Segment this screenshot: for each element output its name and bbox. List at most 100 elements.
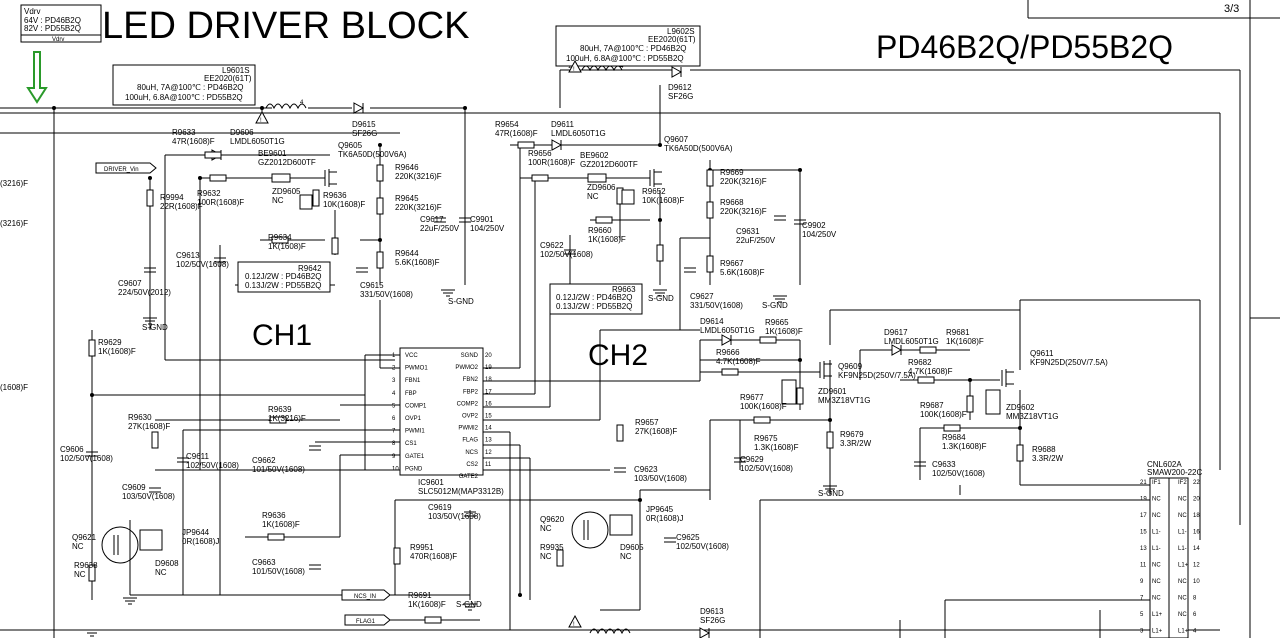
ic-pin-number: 4 <box>392 391 396 397</box>
connector-pin-name: L1- <box>1152 530 1161 536</box>
component-label-sgnd1: S-GND <box>448 297 474 306</box>
connector-pin-number: 19 <box>1140 497 1147 503</box>
ground <box>123 597 137 605</box>
warning-triangle-icon: ! <box>568 59 582 73</box>
svg-text:0.13J/2W : PD55B2Q: 0.13J/2W : PD55B2Q <box>556 302 632 311</box>
connector-pin-number: 6 <box>1193 612 1197 618</box>
ic-pin-number: 15 <box>485 414 492 420</box>
svg-text:L9601S: L9601S <box>222 66 250 75</box>
ground-sgnd6 <box>823 485 837 493</box>
connector-pin-number: 10 <box>1193 579 1200 585</box>
ic-pin-number: 10 <box>392 466 399 472</box>
connector-pin-number: 5 <box>1140 612 1144 618</box>
mosfet-q9611 <box>1001 369 1014 387</box>
svg-text:R9663: R9663 <box>612 285 636 294</box>
resistor-r9691 <box>424 616 442 624</box>
ic-pin-name: OVP1 <box>405 416 422 422</box>
svg-text:CNL602A: CNL602A <box>1147 460 1182 469</box>
svg-text:!: ! <box>573 67 575 73</box>
connector-pin-name: NC <box>1178 579 1187 585</box>
vdrv-net-label: Vdrv <box>52 37 64 43</box>
connector-pin-number: 21 <box>1140 480 1147 486</box>
connector-pin-number: 18 <box>1193 513 1200 519</box>
section-label-ch2: CH2 <box>588 339 648 372</box>
connector-pin-name: IF1 <box>1152 480 1161 486</box>
ic-pin-name: FBP <box>405 391 417 397</box>
svg-text:100uH, 6.8A@100℃ : PD55B2Q: 100uH, 6.8A@100℃ : PD55B2Q <box>125 93 243 102</box>
diode-array-d9605 <box>609 514 633 536</box>
ic-pin-number: 11 <box>485 462 492 468</box>
capacitor-c9617 <box>434 217 446 223</box>
resistor-r9646 <box>376 164 384 182</box>
capacitor-c9902 <box>794 219 806 225</box>
zener-zd9601 <box>781 379 797 405</box>
resistor-r9636b <box>267 533 285 541</box>
ic-pin-name: FBN2 <box>463 377 479 383</box>
net-flag-flag1: FLAG1 <box>344 614 391 626</box>
vdrv-legend: Vdrv 64V : PD46B2Q 82V : PD55B2Q Vdrv <box>20 4 102 43</box>
ic-pin-name: FBN1 <box>405 378 421 384</box>
connector-pin-number: 11 <box>1140 563 1147 569</box>
component-symbols <box>85 66 1024 638</box>
ground <box>85 629 99 637</box>
connector-pin-name: L1+ <box>1152 629 1163 635</box>
ic9601: IC9601 SLC5012M(MAP3312B) <box>399 347 504 496</box>
resistor-r9935 <box>556 549 564 567</box>
ic-pin-number: 2 <box>392 366 396 372</box>
junction-dots <box>52 106 1022 597</box>
transistor-q9621 <box>101 526 139 564</box>
connector-pin-name: L1+ <box>1152 612 1163 618</box>
connector-pin-number: 15 <box>1140 530 1147 536</box>
svg-text:1: 1 <box>568 64 572 70</box>
ic-pin-labels: VCC1PWMO12FBN13FBP4COMP15OVP16PWMI17CS18… <box>392 353 492 480</box>
ic-pin-name: PWMI1 <box>405 429 425 435</box>
svg-text:80uH, 7A@100℃ : PD46B2Q: 80uH, 7A@100℃ : PD46B2Q <box>580 44 687 53</box>
resistor-r9660 <box>595 216 613 224</box>
diode-d9613 <box>699 627 711 638</box>
resistor-r9629 <box>88 339 96 357</box>
connector-pin-name: L1- <box>1152 546 1161 552</box>
connector-pin-name: NC <box>1178 497 1187 503</box>
capacitor-c9609 <box>149 487 161 493</box>
connector-pin-name: L1- <box>1178 546 1187 552</box>
warning-triangle-icon: ! <box>255 110 269 124</box>
component-label-left3: (1608)F <box>0 383 28 392</box>
resistor-r9687 <box>966 395 974 413</box>
svg-text:!: ! <box>260 118 262 124</box>
svg-text:FLAG1: FLAG1 <box>356 619 376 625</box>
connector-pin-number: 20 <box>1193 497 1200 503</box>
ic-part: SLC5012M(MAP3312B) <box>418 487 504 496</box>
ic-pin-name: CS2 <box>466 462 478 468</box>
capacitor-c9611 <box>177 457 189 463</box>
connector-pin-name: NC <box>1152 596 1161 602</box>
capacitor-c9623 <box>614 467 626 473</box>
